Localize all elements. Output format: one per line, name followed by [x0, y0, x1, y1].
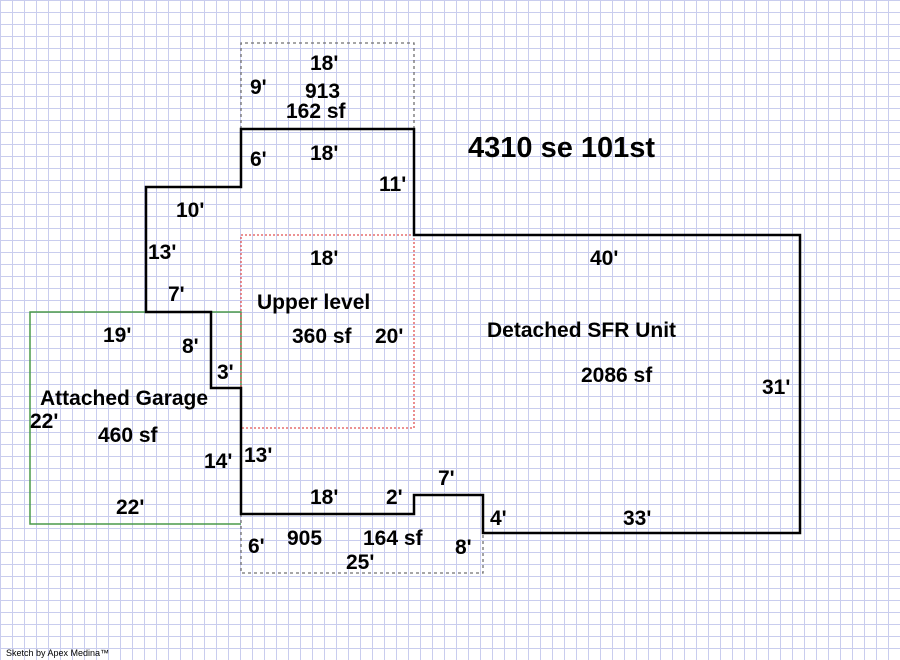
garage-area-sf: 460 sf — [98, 424, 159, 447]
dim-bottom-porch-bottom: 25' — [346, 551, 374, 574]
main-area-label: Detached SFR Unit — [487, 319, 676, 342]
dim-upper-right: 20' — [375, 325, 403, 348]
dim-main-upper-right: 11' — [379, 173, 406, 196]
dim-main-left-lower: 13' — [244, 444, 272, 467]
dim-main-right-side: 31' — [762, 376, 790, 399]
address-title: 4310 se 101st — [468, 132, 655, 164]
dim-garage-right: 14' — [204, 450, 232, 473]
upper-level-outline — [240, 234, 415, 429]
dim-main-bottom-step-top: 7' — [438, 467, 455, 490]
dim-main-bottom-left: 18' — [310, 486, 338, 509]
dim-garage-top: 19' — [103, 324, 131, 347]
upper-level-label: Upper level — [257, 291, 370, 314]
dim-bottom-porch-left: 6' — [248, 535, 265, 558]
dim-main-left-top: 10' — [176, 199, 204, 222]
dim-main-left-notch: 3' — [217, 361, 234, 384]
dim-main-left-step: 7' — [168, 283, 185, 306]
dim-bottom-porch-right: 8' — [455, 536, 472, 559]
top-porch-outline — [240, 42, 415, 129]
dim-top-porch-side: 9' — [250, 76, 267, 99]
garage-outline — [29, 311, 242, 525]
upper-level-sf: 360 sf — [292, 325, 353, 348]
dim-main-top-short: 18' — [310, 142, 338, 165]
dim-main-left-upper: 13' — [148, 241, 176, 264]
dim-main-top-left: 6' — [250, 148, 267, 171]
dim-main-left-step-down: 8' — [182, 335, 199, 358]
dim-main-right-top: 40' — [590, 247, 618, 270]
dim-main-bottom-step-left: 2' — [386, 486, 403, 509]
top-porch-code: 913 — [305, 80, 340, 103]
dim-main-bottom-right: 33' — [623, 507, 651, 530]
dim-garage-left: 22' — [30, 410, 58, 433]
main-dwelling-outline — [144, 127, 802, 535]
dim-main-bottom-step-up: 4' — [490, 507, 507, 530]
main-area-sf: 2086 sf — [581, 364, 653, 387]
garage-area-label: Attached Garage — [40, 387, 208, 410]
bottom-porch-sf: 164 sf — [363, 527, 424, 550]
bottom-porch-outline — [240, 514, 484, 574]
bottom-porch-code: 905 — [287, 527, 322, 550]
top-porch-sf: 162 sf — [286, 100, 347, 123]
dim-top-porch-top: 18' — [310, 52, 338, 75]
dim-upper-top: 18' — [310, 247, 338, 270]
sketch-credit: Sketch by Apex Medina™ — [6, 648, 109, 658]
dim-garage-bottom: 22' — [116, 496, 144, 519]
